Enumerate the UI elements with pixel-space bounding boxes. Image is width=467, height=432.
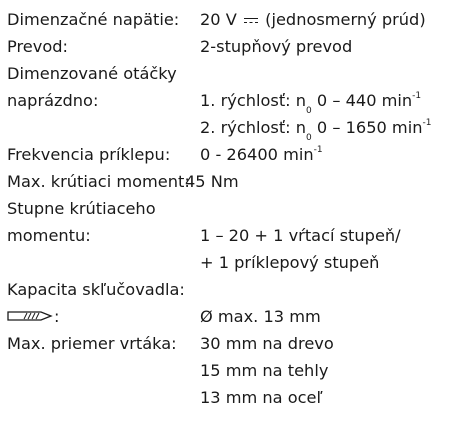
chuck-capacity-label: Kapacita skľučovadla: <box>7 280 185 299</box>
impact-rate-value: 0 - 26400 min-1 <box>200 145 323 165</box>
gear-label: Prevod: <box>7 37 68 56</box>
max-drill-diameter-label: Max. priemer vrtáka: <box>7 334 177 353</box>
speed2-sup: -1 <box>422 117 432 128</box>
idle-speed-gear1: 1. rýchlosť: n0 0 – 440 min-1 <box>200 90 422 116</box>
torque-steps-label-line2: momentu: <box>7 226 91 245</box>
rated-voltage-value: 20 V (jednosmerný prúd) <box>200 10 426 30</box>
gear-value: 2-stupňový prevod <box>200 37 353 56</box>
speed1-prefix: 1. rýchlosť: n <box>200 91 307 110</box>
speed2-prefix: 2. rýchlosť: n <box>200 118 307 137</box>
rated-voltage-number: 20 V <box>200 10 237 29</box>
speed1-sup: -1 <box>412 90 422 101</box>
chuck-capacity-value: Ø max. 13 mm <box>200 307 321 326</box>
rated-voltage-note: (jednosmerný prúd) <box>265 10 426 29</box>
speed2-range: 0 – 1650 min <box>311 118 423 137</box>
impact-rate-number: 0 - 26400 min <box>200 145 314 164</box>
idle-speed-gear2: 2. rýchlosť: n0 0 – 1650 min-1 <box>200 117 432 143</box>
idle-speed-label-line1: Dimenzované otáčky <box>7 64 177 83</box>
max-drill-wood: 30 mm na drevo <box>200 334 334 353</box>
idle-speed-label-line2: naprázdno: <box>7 91 99 110</box>
drill-chuck-icon <box>7 308 53 328</box>
max-torque-label: Max. krútiaci moment: <box>7 172 190 191</box>
impact-rate-label: Frekvencia príklepu: <box>7 145 171 164</box>
max-drill-brick: 15 mm na tehly <box>200 361 329 380</box>
chuck-capacity-icon-row: : <box>7 307 59 328</box>
torque-steps-value-line1: 1 – 20 + 1 vŕtací stupeň/ <box>200 226 401 245</box>
speed1-range: 0 – 440 min <box>311 91 413 110</box>
rated-voltage-label: Dimenzačné napätie: <box>7 10 180 29</box>
impact-rate-sup: -1 <box>313 144 323 155</box>
direct-current-icon <box>243 16 258 26</box>
max-torque-value: 45 Nm <box>185 172 239 191</box>
speed1-sub: 0 <box>306 106 312 117</box>
max-drill-steel: 13 mm na oceľ <box>200 388 323 407</box>
speed2-sub: 0 <box>306 133 312 144</box>
torque-steps-label-line1: Stupne krútiaceho <box>7 199 156 218</box>
torque-steps-value-line2: + 1 príklepový stupeň <box>200 253 380 272</box>
chuck-icon-colon: : <box>54 307 60 326</box>
